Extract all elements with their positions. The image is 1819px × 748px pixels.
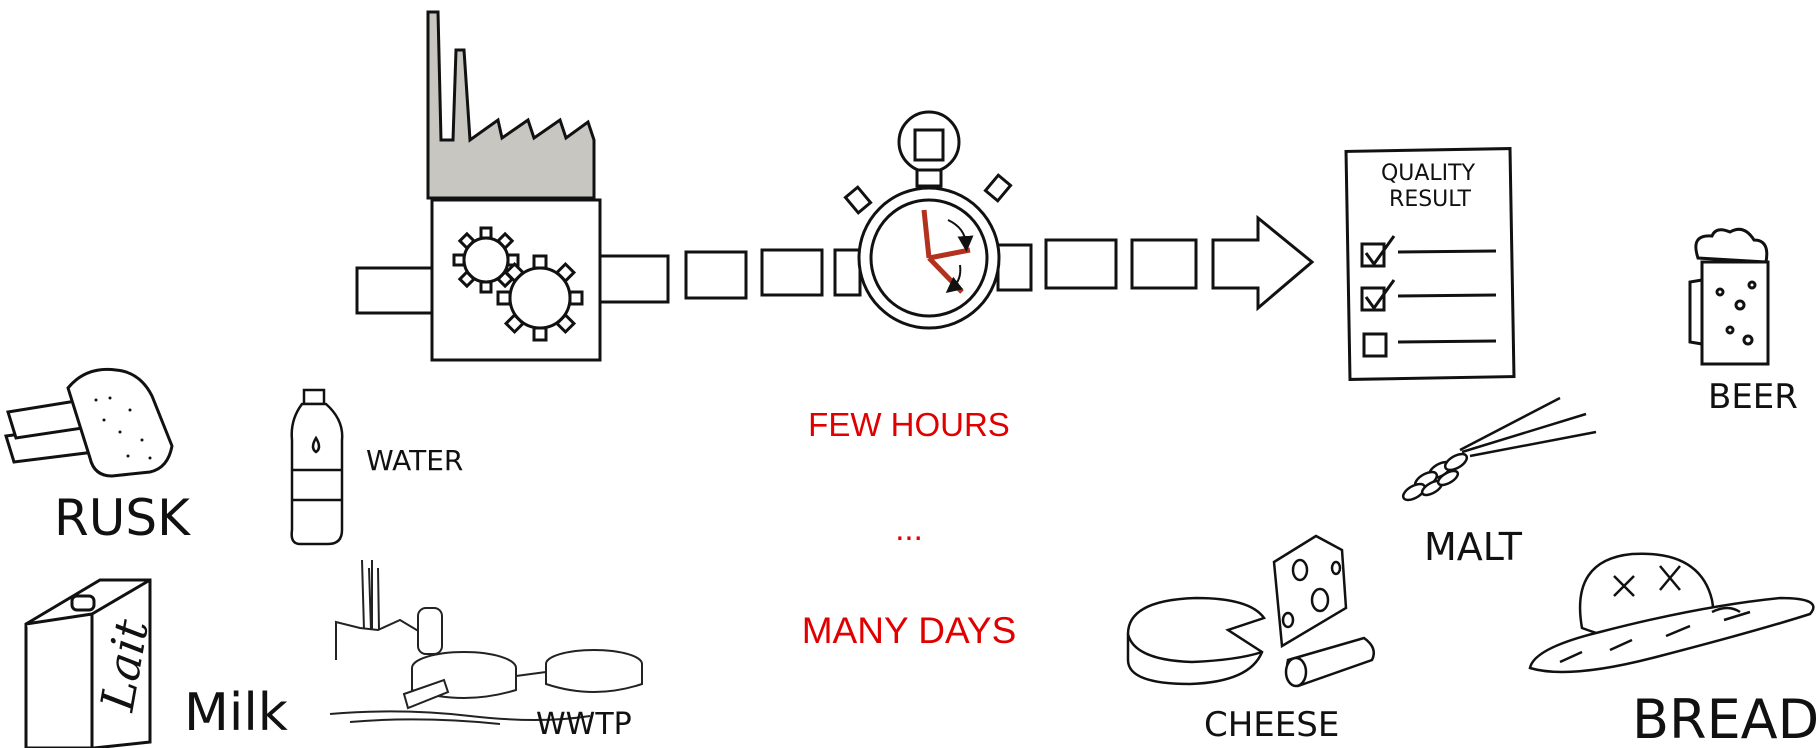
report-title-line2: RESULT [1389, 187, 1471, 212]
rusk-icon [6, 369, 172, 476]
conveyor-segment [762, 250, 822, 295]
bread-icon [1530, 554, 1813, 672]
milk-label: Milk [184, 683, 288, 743]
conveyor-segment [1132, 240, 1196, 288]
conveyor-segment [998, 245, 1031, 290]
bread-label: BREAD [1632, 688, 1819, 748]
factory-icon [428, 12, 600, 360]
wwtp-icon [330, 560, 642, 724]
conveyor-segment [835, 250, 860, 295]
conveyor-segment [686, 252, 746, 298]
factory-roof [428, 12, 594, 198]
report-title-line1: QUALITY [1381, 161, 1476, 186]
conveyor-segment [1046, 240, 1116, 288]
few-hours-label: FEW HOURS [709, 406, 1109, 444]
beer-icon [1690, 229, 1768, 364]
rusk-label: RUSK [54, 489, 191, 547]
cheese-icon [1128, 536, 1374, 686]
wwtp-label: WWTP [536, 707, 632, 742]
ellipsis-label: ... [709, 510, 1109, 548]
water-bottle-icon [292, 390, 343, 544]
conveyor-segment [357, 268, 432, 313]
quality-report-icon: QUALITY RESULT [1346, 149, 1514, 380]
conveyor-segment [598, 256, 668, 302]
beer-label: BEER [1708, 377, 1798, 417]
output-arrow [1213, 218, 1312, 308]
stopwatch-icon [845, 112, 1010, 328]
malt-icon [1401, 398, 1596, 503]
water-label: WATER [366, 444, 463, 477]
many-days-label: MANY DAYS [709, 610, 1109, 652]
cheese-label: CHEESE [1204, 705, 1339, 745]
malt-label: MALT [1424, 525, 1523, 569]
milk-carton-icon: Lait [26, 580, 159, 748]
